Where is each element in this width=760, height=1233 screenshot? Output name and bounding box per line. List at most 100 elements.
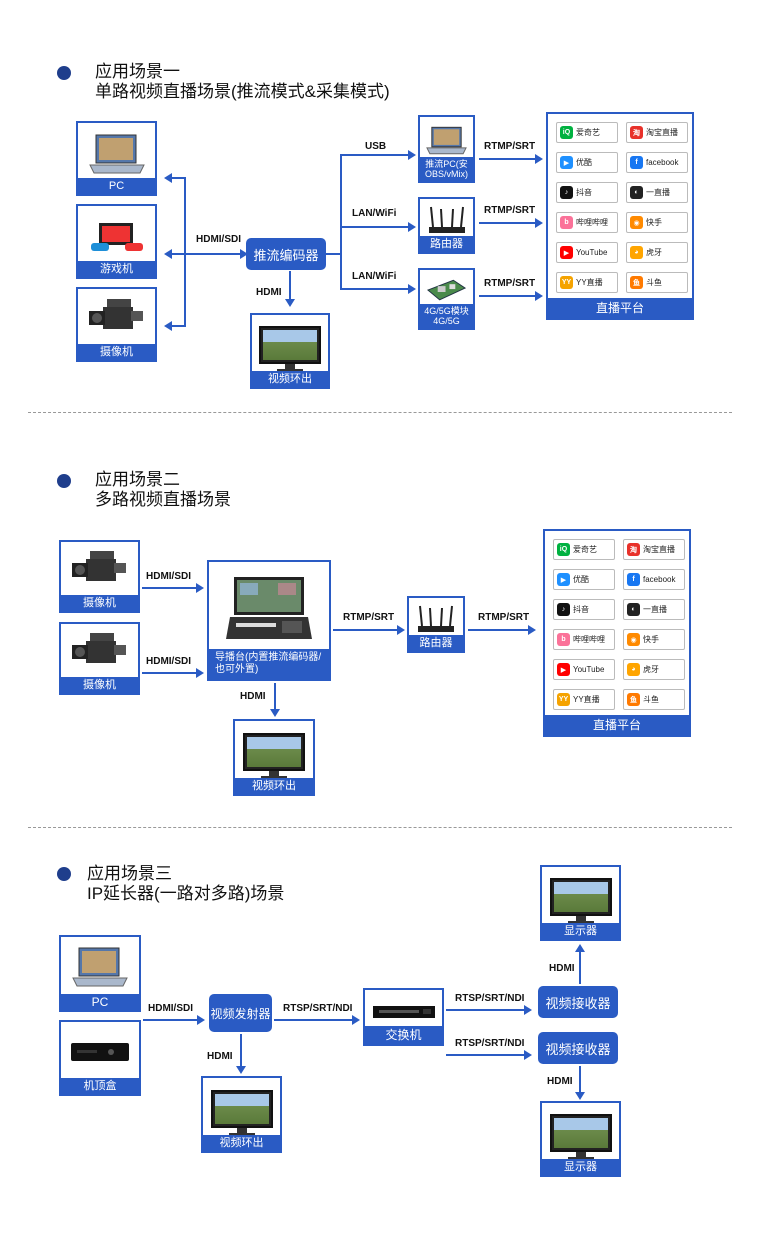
youku-icon: ▶: [557, 573, 570, 586]
router-label: 路由器: [420, 236, 473, 252]
set-top-box-label: 机顶盒: [61, 1078, 139, 1094]
section-title-main: 应用场景一: [95, 62, 180, 81]
monitor-card: 视频环出: [250, 313, 330, 389]
platform-item: ◐一直播: [626, 182, 688, 203]
switch-card: 交换机: [363, 988, 444, 1046]
camera-label: 摄像机: [61, 677, 138, 693]
connector: [579, 950, 581, 984]
connector: [143, 1019, 199, 1021]
douyu-icon: 鱼: [627, 693, 640, 706]
platform-name: 淘宝直播: [643, 545, 675, 554]
connector: [446, 1009, 526, 1011]
platform-name: 爱奇艺: [576, 128, 600, 137]
monitor-card: 视频环出: [201, 1076, 282, 1153]
platform-name: 虎牙: [646, 248, 662, 257]
camera-label: 摄像机: [61, 595, 138, 611]
link-label: HDMI: [240, 691, 266, 702]
section-divider: [28, 827, 732, 828]
platform-item: ◐一直播: [623, 599, 685, 620]
link-label: HDMI/SDI: [148, 1003, 193, 1014]
arrow: [528, 625, 536, 635]
platform-name: 一直播: [646, 188, 670, 197]
arrow: [524, 1050, 532, 1060]
platform-name: 快手: [646, 218, 662, 227]
arrow: [575, 1092, 585, 1100]
arrow: [164, 173, 172, 183]
platform-item: ◉快手: [623, 629, 685, 650]
yizhibo-icon: ◐: [627, 603, 640, 616]
monitor-card: 视频环出: [233, 719, 315, 796]
camera-label: 摄像机: [78, 344, 155, 360]
kuaishou-icon: ◉: [627, 633, 640, 646]
arrow: [236, 1066, 246, 1074]
link-label: LAN/WiFi: [352, 208, 397, 219]
huya-icon: ◕: [627, 663, 640, 676]
camera-card: 摄像机: [59, 540, 140, 613]
link-label: RTMP/SRT: [484, 205, 536, 216]
platform-item: 鱼斗鱼: [626, 272, 688, 293]
arrow: [270, 709, 280, 717]
section-title: 应用场景三 IP延长器(一路对多路)场景: [87, 864, 284, 904]
platform-name: 哔哩哔哩: [576, 218, 608, 227]
director-card: 导播台(内置推流编码器/也可外置): [207, 560, 331, 681]
platform-name: 淘宝直播: [646, 128, 678, 137]
set-top-box-icon: [65, 1026, 135, 1078]
connector: [289, 271, 291, 301]
router-card: 路由器: [407, 596, 465, 653]
arrow: [397, 625, 405, 635]
connector: [479, 295, 537, 297]
platform-item: 鱼斗鱼: [623, 689, 685, 710]
set-top-box-card: 机顶盒: [59, 1020, 141, 1096]
platform-name: 抖音: [576, 188, 592, 197]
section-title: 应用场景二 多路视频直播场景: [95, 470, 231, 510]
link-label: RTSP/SRT/NDI: [283, 1003, 353, 1014]
platform-label: 直播平台: [545, 715, 689, 735]
link-label: RTMP/SRT: [343, 612, 395, 623]
douyu-icon: 鱼: [630, 276, 643, 289]
monitor-icon: [546, 871, 615, 924]
platform-name: YY直播: [573, 695, 600, 704]
connector: [184, 178, 186, 326]
camera-icon: [65, 546, 134, 598]
arrow: [408, 150, 416, 160]
router-icon: [413, 602, 459, 638]
bilibili-icon: b: [557, 633, 570, 646]
section-bullet: [57, 474, 71, 488]
connector: [340, 288, 410, 290]
platform-name: facebook: [646, 158, 679, 167]
connector: [274, 1019, 354, 1021]
taobao-icon: 淘: [630, 126, 643, 139]
arrow: [408, 222, 416, 232]
arrow: [524, 1005, 532, 1015]
bilibili-icon: b: [560, 216, 573, 229]
link-label: RTMP/SRT: [478, 612, 530, 623]
laptop-icon: [82, 127, 151, 181]
monitor-label: 视频环出: [252, 371, 328, 387]
arrow: [285, 299, 295, 307]
link-label: RTMP/SRT: [484, 141, 536, 152]
connector: [326, 253, 342, 255]
switch-icon: [369, 994, 438, 1030]
iqiyi-icon: iQ: [560, 126, 573, 139]
game-console-label: 游戏机: [78, 261, 155, 277]
router-card: 路由器: [418, 197, 475, 254]
pc-card: PC: [76, 121, 157, 196]
link-label: HDMI: [547, 1076, 573, 1087]
kuaishou-icon: ◉: [630, 216, 643, 229]
platform-name: 优酷: [576, 158, 592, 167]
arrow: [240, 249, 248, 259]
platform-item: ◕虎牙: [623, 659, 685, 680]
connector: [340, 154, 410, 156]
section-title-main: 应用场景三: [87, 864, 172, 883]
platform-name: facebook: [643, 575, 676, 584]
huya-icon: ◕: [630, 246, 643, 259]
connector: [479, 222, 537, 224]
arrow: [197, 1015, 205, 1025]
pc-label: PC: [61, 994, 139, 1010]
platform-item: 淘淘宝直播: [626, 122, 688, 143]
